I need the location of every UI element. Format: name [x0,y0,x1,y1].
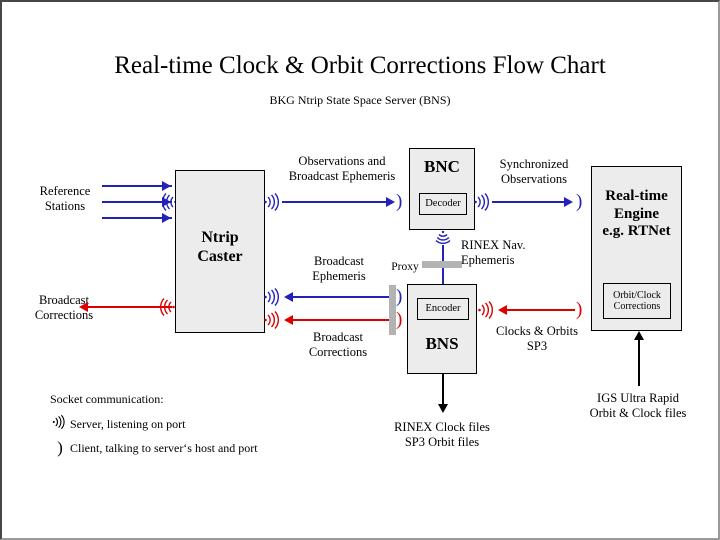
box-orbit-clock-corrections[interactable]: Orbit/Clock Corrections [603,283,671,319]
socket-server-icon-caster-beph [263,287,281,312]
socket-server-icon-caster-bcorr [263,310,281,335]
label-clocks-and-orbits: Clocks & Orbits SP3 [496,324,578,353]
page-title: Real-time Clock & Orbit Corrections Flow… [114,52,606,79]
label-synchronized-observations: Synchronized Observations [499,157,569,186]
socket-server-icon-caster-in [160,192,178,217]
sync-arrow-line [492,201,570,203]
label-proxy: Proxy [391,261,419,273]
bns-files-arrow-head [438,404,448,413]
socket-client-icon-engine-sync: ) [576,191,583,212]
bcorr-arrow-line [293,319,395,321]
ref-arrow-line-2 [102,201,172,203]
ref-arrow-head-1 [162,181,171,191]
bc-out-arrow-line [88,306,172,308]
ref-arrow-head-3 [162,213,171,223]
ref-arrow-line-1 [102,185,172,187]
box-bns-label: BNS [425,334,459,353]
socket-client-icon-engine-clocks: ) [576,299,583,320]
box-bnc-decoder[interactable]: Decoder [419,193,467,215]
socket-client-icon-bnc-obs: ) [396,191,403,212]
bcorr-arrow-head [284,315,293,325]
legend-heading: Socket communication: [50,392,164,406]
box-ntrip-caster[interactable]: Ntrip Caster [175,170,265,333]
label-observations-and-ephemeris: Observations and Broadcast Ephemeris [288,154,396,183]
legend-item-client-label: Client, talking to server‘s host and por… [70,441,258,455]
label-broadcast-corrections-out: Broadcast Corrections [34,293,94,322]
box-bns[interactable]: Encoder BNS [407,284,477,374]
label-rinex-clock-files: RINEX Clock files SP3 Orbit files [394,420,490,449]
socket-client-icon-bns-bcorr: ) [396,309,403,330]
box-rt-engine-label: Real-time Engine e.g. RTNet [602,188,671,240]
socket-client-icon: ) [57,438,63,457]
igs-arrow-head [634,331,644,340]
socket-server-icon-caster-obs [263,192,281,217]
clocks-arrow-line [507,309,575,311]
page-subtitle: BKG Ntrip State Space Server (BNS) [269,93,451,107]
socket-server-icon-bnc-sync [473,192,491,217]
proxy-bar-vertical [389,285,396,335]
clocks-arrow-head [498,305,507,315]
obs-arrow-head [386,197,395,207]
legend-item-server: Server, listening on port [50,414,350,435]
label-igs-ultra-rapid: IGS Ultra Rapid Orbit & Clock files [589,391,687,420]
obs-arrow-line [282,201,392,203]
socket-server-icon [50,414,70,435]
box-ntrip-caster-label: Ntrip Caster [197,229,243,265]
socket-server-icon-bns-clocks [477,300,495,325]
box-rt-engine[interactable]: Real-time Engine e.g. RTNet Orbit/Clock … [591,166,682,331]
ref-arrow-line-3 [102,217,172,219]
legend: Socket communication: Server, listening … [50,392,350,458]
box-bnc[interactable]: BNC Decoder [409,148,475,230]
label-broadcast-ephemeris: Broadcast Ephemeris [312,254,366,283]
box-bns-encoder[interactable]: Encoder [417,298,469,320]
label-reference-stations: Reference Stations [39,184,91,213]
socket-client-icon-bns-beph: ) [396,286,403,307]
legend-item-client: ) Client, talking to server‘s host and p… [50,439,350,458]
label-rinex-nav-ephemeris: RINEX Nav. Ephemeris [461,238,526,267]
bns-files-arrow-line [442,374,444,408]
igs-arrow-line [638,340,640,386]
beph-arrow-head [284,292,293,302]
legend-item-server-label: Server, listening on port [70,417,186,431]
socket-server-icon-caster-out [158,297,176,322]
socket-server-icon-rinex-nav [433,230,453,252]
proxy-bar-horizontal [422,261,462,268]
rinex-nav-arrow-line [442,245,444,291]
sync-arrow-head [564,197,573,207]
label-broadcast-corrections-mid: Broadcast Corrections [308,330,368,359]
bc-out-arrow-head [79,302,88,312]
box-bnc-label: BNC [424,157,460,176]
beph-arrow-line [293,296,395,298]
